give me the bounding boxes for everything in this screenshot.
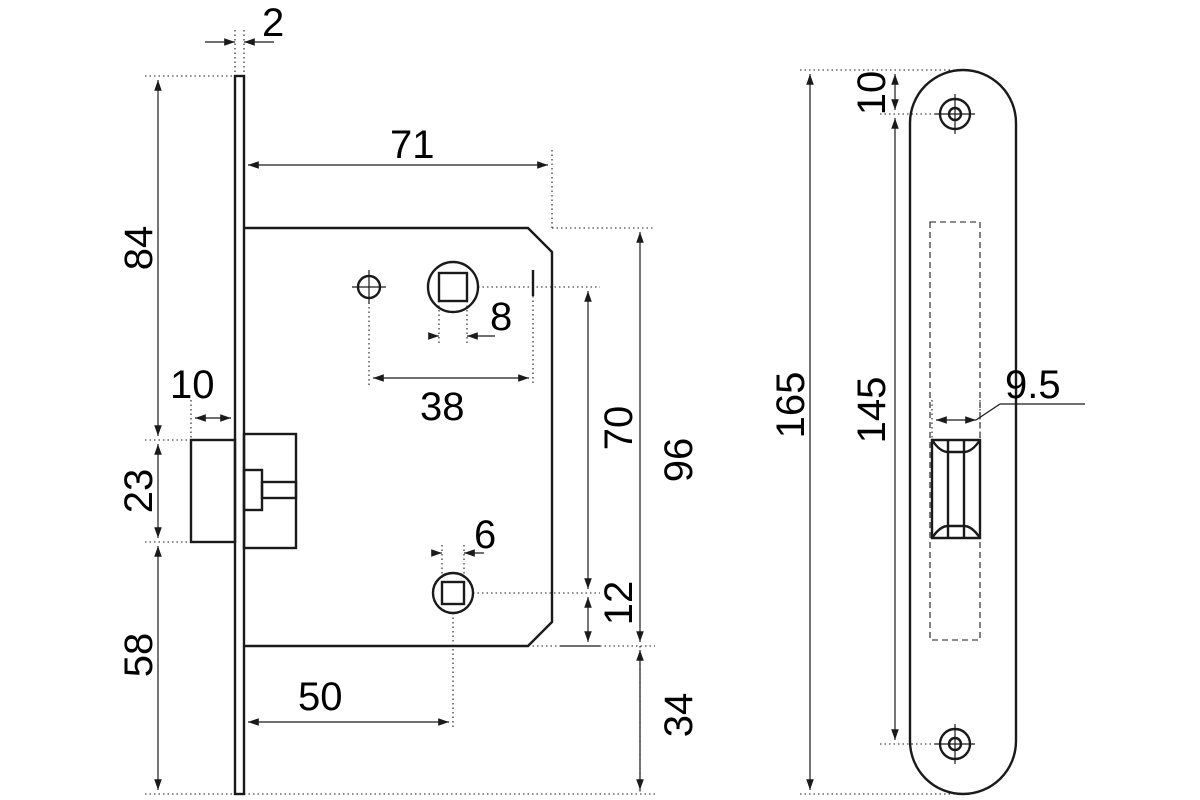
dim-latch-height: 23 bbox=[117, 469, 161, 514]
extension-lines-right bbox=[800, 69, 981, 795]
dimension-labels-left: 2 84 10 23 58 71 8 38 70 96 6 12 50 34 bbox=[117, 1, 701, 737]
dim-lock-offset: 12 bbox=[597, 581, 641, 626]
dimension-labels-right: 165 10 145 9.5 bbox=[769, 71, 1061, 444]
strike-latch-opening bbox=[930, 438, 982, 540]
dimension-lines-right bbox=[806, 74, 1085, 790]
dim-strike-opening-width: 9.5 bbox=[1005, 363, 1061, 407]
dim-overall-upper: 84 bbox=[117, 226, 161, 271]
strike-plate bbox=[908, 68, 1018, 796]
lock-body-view bbox=[189, 74, 554, 796]
dim-case-height: 96 bbox=[657, 438, 701, 483]
spindle-square-hole bbox=[437, 271, 469, 303]
dim-plate-thickness: 2 bbox=[262, 1, 284, 45]
dim-case-depth: 71 bbox=[390, 123, 435, 167]
lock-case bbox=[244, 226, 554, 648]
latch-housing bbox=[242, 432, 298, 550]
dim-strike-length: 165 bbox=[769, 372, 813, 439]
dim-handle-to-lock: 70 bbox=[597, 406, 641, 451]
latch-bolt bbox=[189, 438, 237, 544]
dim-latch-projection: 10 bbox=[170, 363, 215, 407]
dim-strike-hole-spacing: 145 bbox=[850, 377, 894, 444]
strike-plate-view bbox=[908, 68, 1018, 796]
dimension-lines-left bbox=[154, 38, 644, 790]
lock-hub bbox=[431, 571, 475, 615]
dim-center-distance: 38 bbox=[420, 385, 465, 429]
dim-overall-lower: 58 bbox=[117, 633, 161, 678]
dim-strike-hole-offset: 10 bbox=[850, 71, 894, 116]
face-plate bbox=[233, 74, 246, 796]
spindle-hub bbox=[426, 260, 480, 314]
latch-spring bbox=[260, 480, 298, 500]
dim-spindle-square: 8 bbox=[490, 295, 512, 339]
dim-plate-bottom-extension: 34 bbox=[657, 693, 701, 738]
dim-backset: 50 bbox=[298, 675, 343, 719]
latch-stem bbox=[242, 468, 264, 512]
lock-square-hole bbox=[440, 580, 466, 606]
strike-pocket-outline bbox=[929, 221, 981, 641]
dim-lock-square: 6 bbox=[474, 513, 496, 557]
